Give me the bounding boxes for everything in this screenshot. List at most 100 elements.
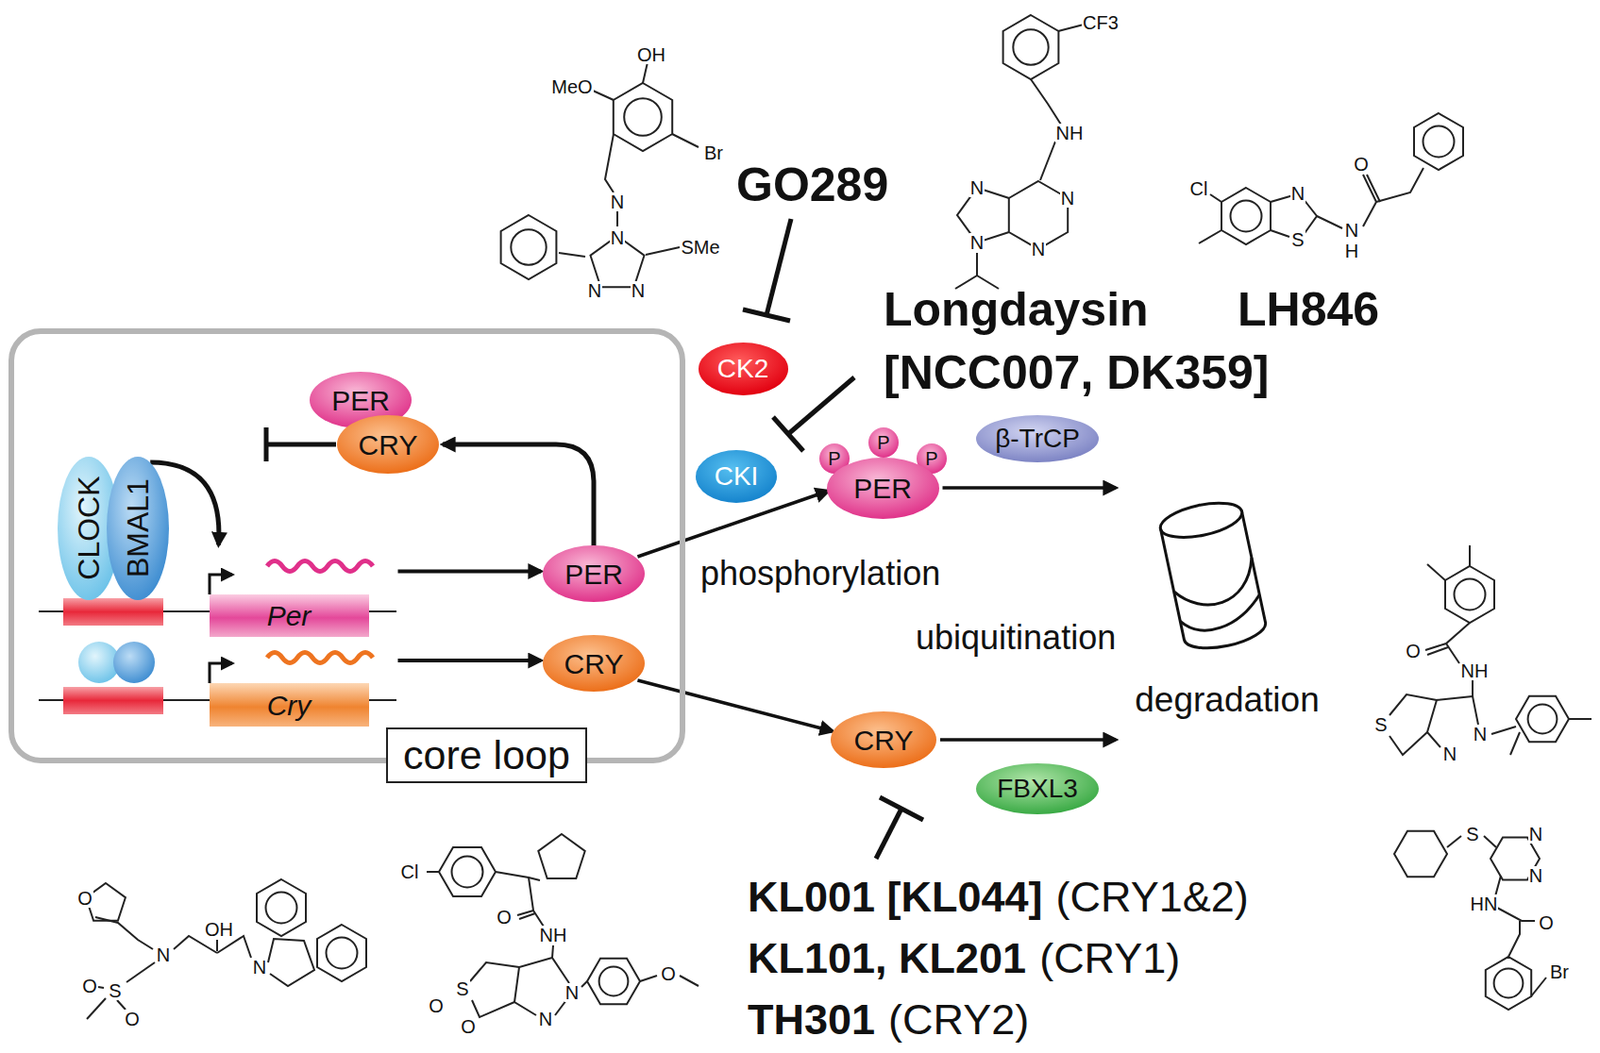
ellipse-fill [542, 635, 645, 692]
chem-bond [216, 940, 219, 952]
chem-bond [1376, 168, 1424, 203]
ellipse-fill [106, 456, 169, 601]
chem-bond [1491, 726, 1516, 735]
core-loop-region: core loopPERCRYCLOCKBMAL1PerCryPERCRY [8, 328, 686, 764]
atom-label: O [659, 964, 677, 984]
chem-bond [672, 134, 699, 148]
phospho-per: PER [826, 457, 940, 520]
chem-bond [679, 976, 699, 987]
chem-ring [256, 879, 306, 937]
chem-bond [1483, 836, 1497, 848]
chem-bond [1427, 564, 1446, 581]
atom-label: N [1528, 825, 1544, 844]
atom-label: S [107, 981, 122, 1001]
arrow-connector [442, 444, 594, 548]
ellipse-fill [830, 711, 937, 769]
chem-ring [1414, 113, 1464, 170]
phosphate-mark: P [925, 449, 938, 469]
ellipse-fill [976, 763, 1099, 815]
chem-bond [616, 211, 619, 227]
atom-label: NH [1460, 661, 1490, 681]
atom-label: MeO [550, 77, 593, 97]
ellipse-fill [542, 545, 645, 603]
drawing-stroke [63, 598, 164, 626]
chem-bond [552, 945, 570, 984]
kinase-ck2: CK2 [698, 342, 789, 396]
atom-label: O [427, 996, 445, 1016]
atom-label: O [459, 1017, 477, 1037]
atom-label: Cl [400, 862, 421, 882]
cylinder-group [1157, 497, 1269, 656]
node-label: PER [853, 472, 912, 505]
drawing-stroke [85, 15, 1592, 1020]
drawing-stroke [788, 377, 855, 435]
chem-bond [1446, 643, 1460, 664]
cry-protein: CRY [542, 635, 645, 692]
chem-bond [1531, 977, 1547, 997]
chem-bond [98, 987, 104, 989]
drawing-stroke [742, 309, 791, 321]
atom-label: N [1344, 220, 1360, 240]
aromatic-circle [623, 98, 662, 136]
chem-bond [1040, 141, 1056, 181]
chem-bond [426, 871, 439, 874]
process-label: ubiquitination [915, 619, 1116, 657]
chem-bond [1389, 732, 1428, 756]
drawing-stroke [267, 561, 373, 573]
drawing-stroke [63, 687, 164, 715]
drawing-stroke [879, 797, 924, 821]
chem-bond [86, 998, 106, 1020]
chem-bond [117, 1000, 126, 1011]
atom-label: N [1060, 188, 1076, 208]
compound-name: [NCC007, DK359] [883, 347, 1269, 400]
chem-bond [1447, 836, 1462, 848]
ellipse-fill [695, 450, 777, 504]
chem-bond [268, 939, 315, 987]
chem-bond [1030, 79, 1062, 125]
atom-label: SMe [679, 237, 721, 257]
cry-protein: CRY [830, 711, 937, 769]
chem-ring [1445, 566, 1495, 624]
node-label: CRY [564, 648, 624, 680]
aromatic-circle [1230, 201, 1263, 233]
aromatic-circle [1012, 29, 1048, 65]
chem-ring [1394, 831, 1448, 877]
region-label: core loop [386, 727, 588, 784]
chem-bond [471, 1000, 515, 1018]
chem-bond [1316, 216, 1343, 229]
drawing-stroke [868, 427, 899, 458]
arrow-connector [398, 658, 542, 663]
btrcp-ligase: β-TrCP [976, 415, 1099, 463]
proteasome: degradation [1113, 471, 1341, 723]
chem-ring [1485, 957, 1532, 1011]
per-protein: PER [542, 545, 645, 603]
atom-label: S [454, 979, 470, 999]
chem-bond [642, 62, 648, 84]
atom-label: N [969, 233, 985, 253]
atom-label: N [252, 958, 268, 977]
chem-bond [1270, 230, 1290, 237]
atom-label: N [538, 1010, 554, 1029]
compound-name: Longdaysin [883, 284, 1149, 337]
chem-bond [514, 958, 553, 1016]
drawing-stroke [766, 218, 792, 316]
cylinder-top [1157, 497, 1246, 545]
ellipse-fill [976, 415, 1099, 463]
chem-bond [1468, 545, 1471, 567]
atom-label: N [630, 281, 646, 301]
fbxl3-ligase: FBXL3 [976, 763, 1099, 815]
chem-bond [1497, 908, 1535, 922]
atom-label: Br [1549, 962, 1570, 982]
atom-label: Br [703, 143, 725, 163]
atom-label: O [1404, 641, 1422, 661]
target-note: (CRY1) [1039, 935, 1180, 983]
node-label: BMAL1 [120, 479, 154, 579]
chem-bond [95, 917, 153, 950]
aromatic-circle [266, 892, 298, 925]
chem-bond [1198, 230, 1222, 244]
per-gene: Per [209, 594, 370, 638]
target-note: (CRY1&2) [1056, 874, 1249, 922]
chem-bond [1427, 696, 1473, 748]
atom-label: N [155, 945, 171, 965]
aromatic-circle [326, 938, 358, 970]
